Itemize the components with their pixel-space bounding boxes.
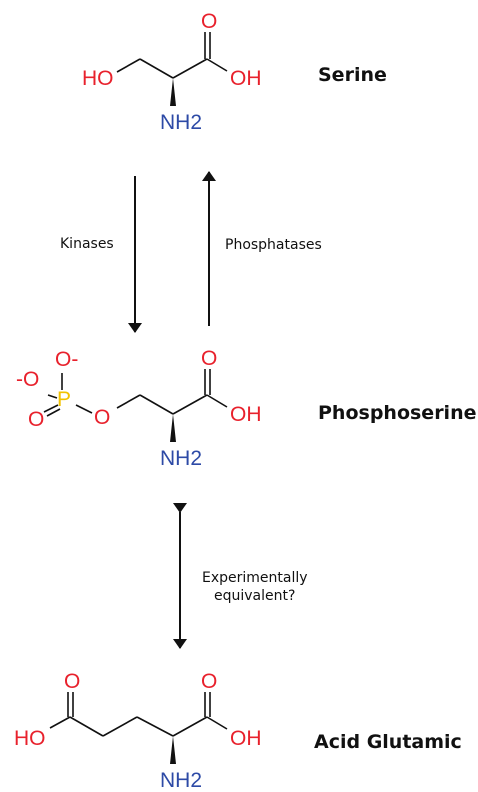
glutamic-name: Acid Glutamic [314, 731, 462, 753]
phosphoserine-o-minus-top: O- [55, 348, 78, 371]
glutamic-nh2: NH2 [160, 769, 202, 792]
glutamic-o-left: O [64, 670, 80, 693]
phosphoserine-name: Phosphoserine [318, 402, 477, 424]
wedge-bond [170, 736, 176, 764]
glutamic-ho: HO [14, 727, 46, 750]
phosphoserine-o-double: O [28, 408, 44, 431]
phosphoserine-oh: OH [230, 403, 262, 426]
glutamic-structure: O HO O OH NH2 [14, 670, 262, 792]
serine-ho: HO [82, 67, 114, 90]
phosphoserine-p: P [57, 388, 71, 411]
phosphoserine-carbonyl-o: O [201, 347, 217, 370]
phosphoserine-o-ester: O [94, 406, 110, 429]
kinases-label: Kinases [60, 236, 114, 252]
phosphoserine-nh2: NH2 [160, 447, 202, 470]
glutamic-o-right: O [201, 670, 217, 693]
glutamic-oh: OH [230, 727, 262, 750]
phosphoserine-structure: O- -O O P O O OH NH2 [16, 347, 262, 470]
wedge-bond [170, 414, 176, 442]
serine-name: Serine [318, 64, 387, 86]
serine-structure: HO O OH NH2 [82, 10, 262, 134]
serine-oh: OH [230, 67, 262, 90]
phosphatases-label: Phosphatases [225, 237, 322, 253]
phosphoserine-o-minus-left: -O [16, 368, 39, 391]
equivalence-label-line2: equivalent? [214, 588, 295, 604]
equivalence-label-line1: Experimentally [202, 570, 308, 586]
serine-nh2: NH2 [160, 111, 202, 134]
serine-carbonyl-o: O [201, 10, 217, 33]
wedge-bond [170, 78, 176, 106]
